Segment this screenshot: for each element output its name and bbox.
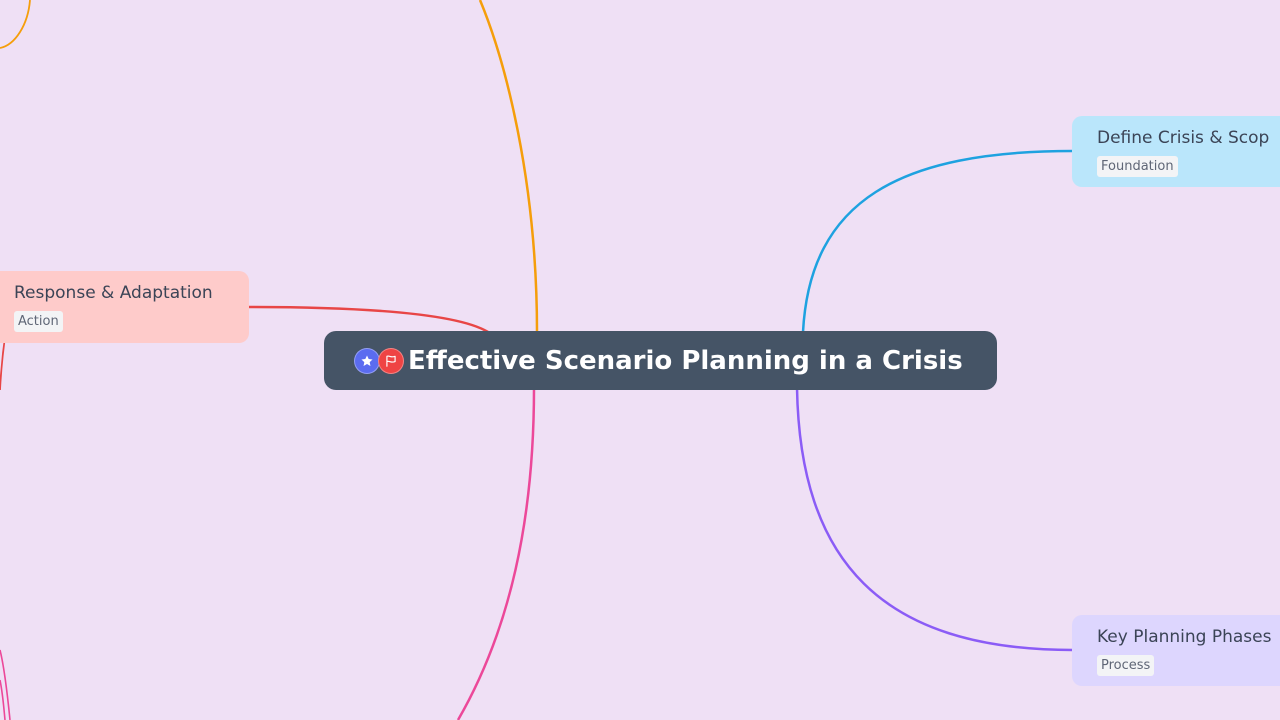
central-topic-node[interactable]: Effective Scenario Planning in a Crisis (324, 331, 997, 390)
connector-orange-child (0, 0, 31, 49)
connector-purple (795, 387, 1074, 652)
central-topic-title: Effective Scenario Planning in a Crisis (408, 345, 963, 376)
node-tag: Foundation (1097, 156, 1178, 177)
connector-red (247, 305, 489, 334)
node-title: Define Crisis & Scop (1097, 128, 1270, 148)
connector-pink-child-1 (0, 649, 11, 720)
node-tag: Process (1097, 655, 1155, 676)
node-key-planning-phases[interactable]: Key Planning Phases Process (1072, 615, 1280, 686)
node-title: Response & Adaptation (14, 283, 213, 303)
connector-pink (456, 387, 536, 720)
connector-orange (478, 0, 539, 333)
connector-blue (801, 149, 1074, 333)
node-define-crisis-scope[interactable]: Define Crisis & Scop Foundation (1072, 116, 1280, 187)
node-title: Key Planning Phases (1097, 627, 1272, 647)
star-icon (354, 347, 380, 374)
flag-icon (378, 347, 404, 374)
central-topic-icons (354, 347, 404, 374)
node-response-adaptation[interactable]: Response & Adaptation Action (0, 271, 249, 343)
connector-pink-child-2 (0, 679, 6, 720)
node-tag: Action (14, 311, 63, 332)
